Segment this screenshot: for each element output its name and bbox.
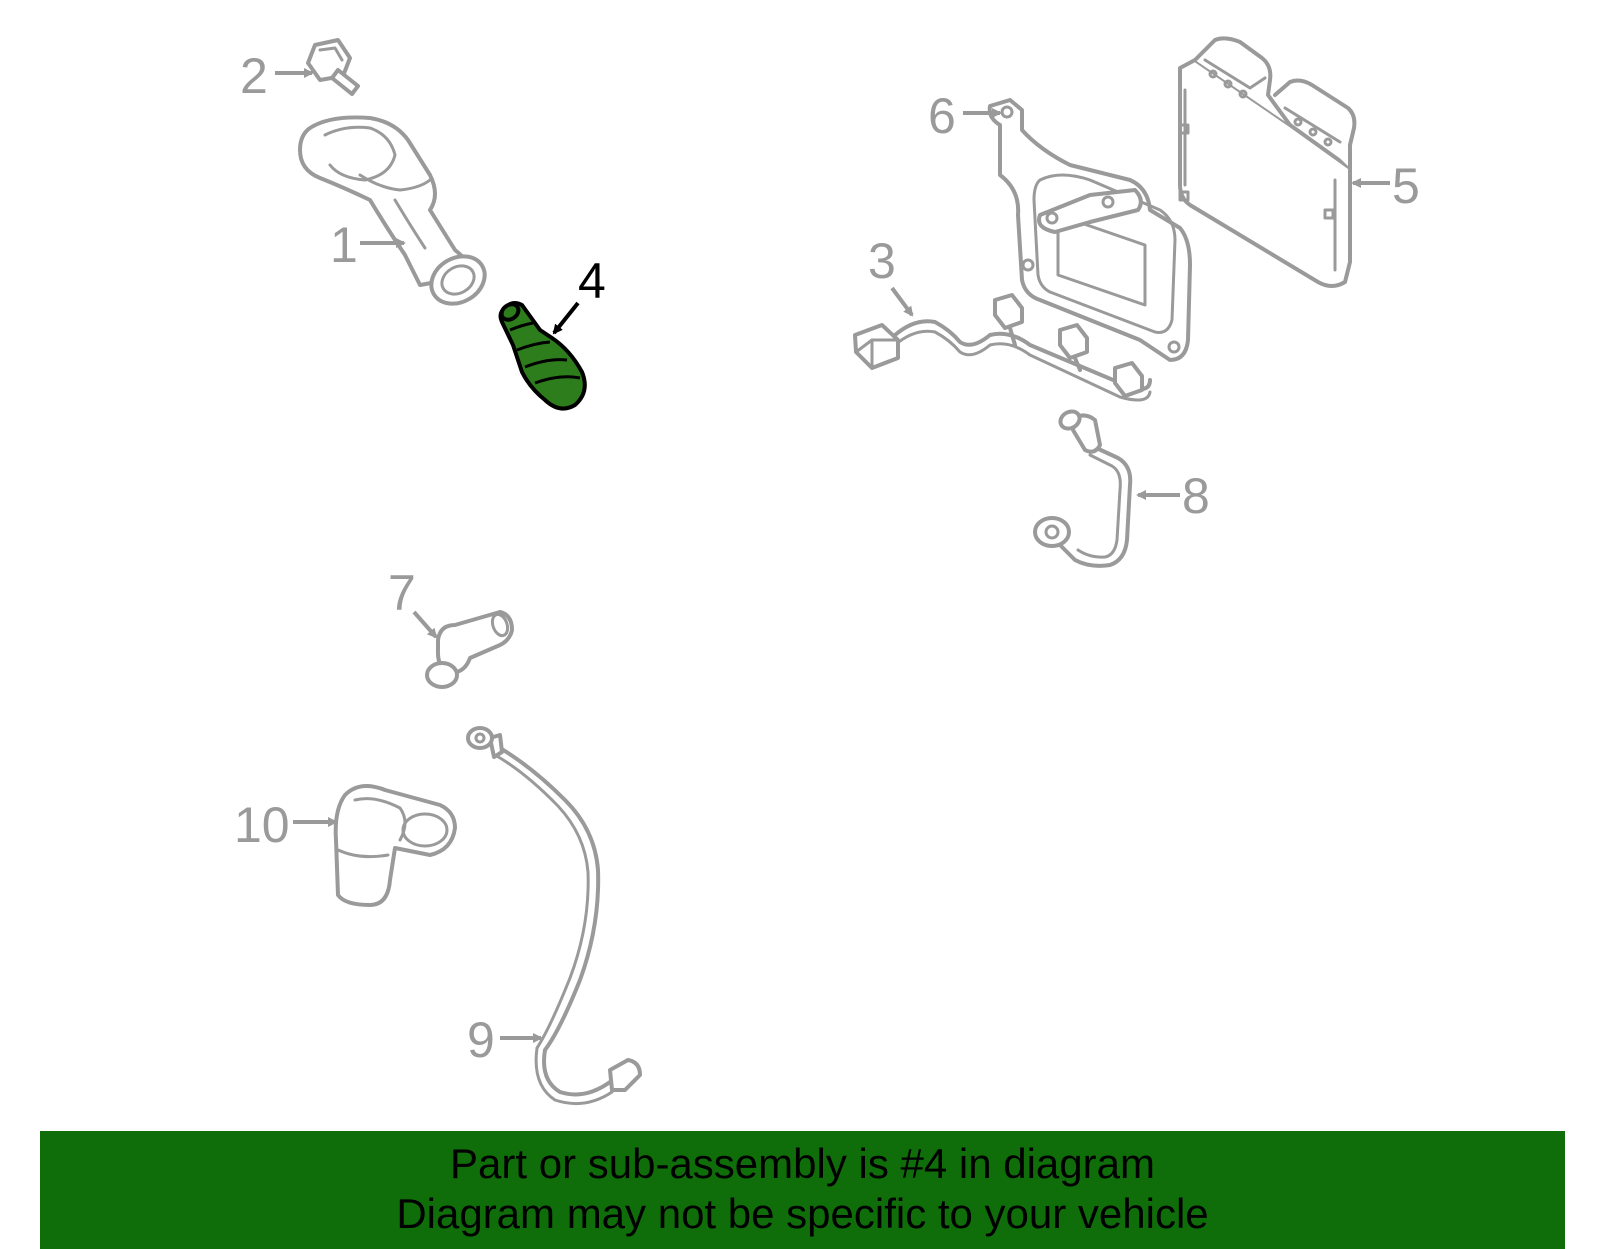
part-9-oxygen-sensor[interactable] <box>466 726 642 1106</box>
callout-10: 10 <box>234 797 338 853</box>
banner-line-2: Diagram may not be specific to your vehi… <box>396 1190 1209 1237</box>
callout-label-4: 4 <box>578 253 606 309</box>
part-4-spark-plug[interactable] <box>498 301 587 411</box>
callout-label-8: 8 <box>1182 468 1210 524</box>
callout-1: 1 <box>330 217 406 273</box>
part-2-bolt[interactable] <box>306 38 360 96</box>
callout-9: 9 <box>467 1012 543 1068</box>
callout-label-1: 1 <box>330 217 358 273</box>
callout-label-10: 10 <box>234 797 290 853</box>
part-7-sensor[interactable] <box>425 610 514 689</box>
callout-6: 6 <box>928 88 1002 144</box>
callout-2: 2 <box>240 48 314 104</box>
banner-line-1: Part or sub-assembly is #4 in diagram <box>450 1140 1155 1187</box>
callout-7: 7 <box>388 565 438 639</box>
callout-8: 8 <box>1136 468 1210 524</box>
part-10-camshaft-sensor[interactable] <box>333 784 457 907</box>
callout-3: 3 <box>868 233 914 317</box>
callout-label-3: 3 <box>868 233 896 289</box>
info-banner: Part or sub-assembly is #4 in diagram Di… <box>40 1131 1565 1249</box>
part-6-ecu-bracket[interactable] <box>987 98 1192 362</box>
callout-label-5: 5 <box>1392 158 1420 214</box>
part-8-knock-sensor[interactable] <box>1033 408 1133 568</box>
callout-label-2: 2 <box>240 48 268 104</box>
part-1-ignition-coil[interactable] <box>298 115 493 313</box>
callout-label-7: 7 <box>388 565 416 621</box>
callout-4: 4 <box>552 253 606 335</box>
part-3-wiring-harness[interactable] <box>853 293 1152 402</box>
callout-label-9: 9 <box>467 1012 495 1068</box>
callout-5: 5 <box>1351 158 1420 214</box>
callout-label-6: 6 <box>928 88 956 144</box>
part-5-ecu-module[interactable] <box>1178 36 1357 288</box>
